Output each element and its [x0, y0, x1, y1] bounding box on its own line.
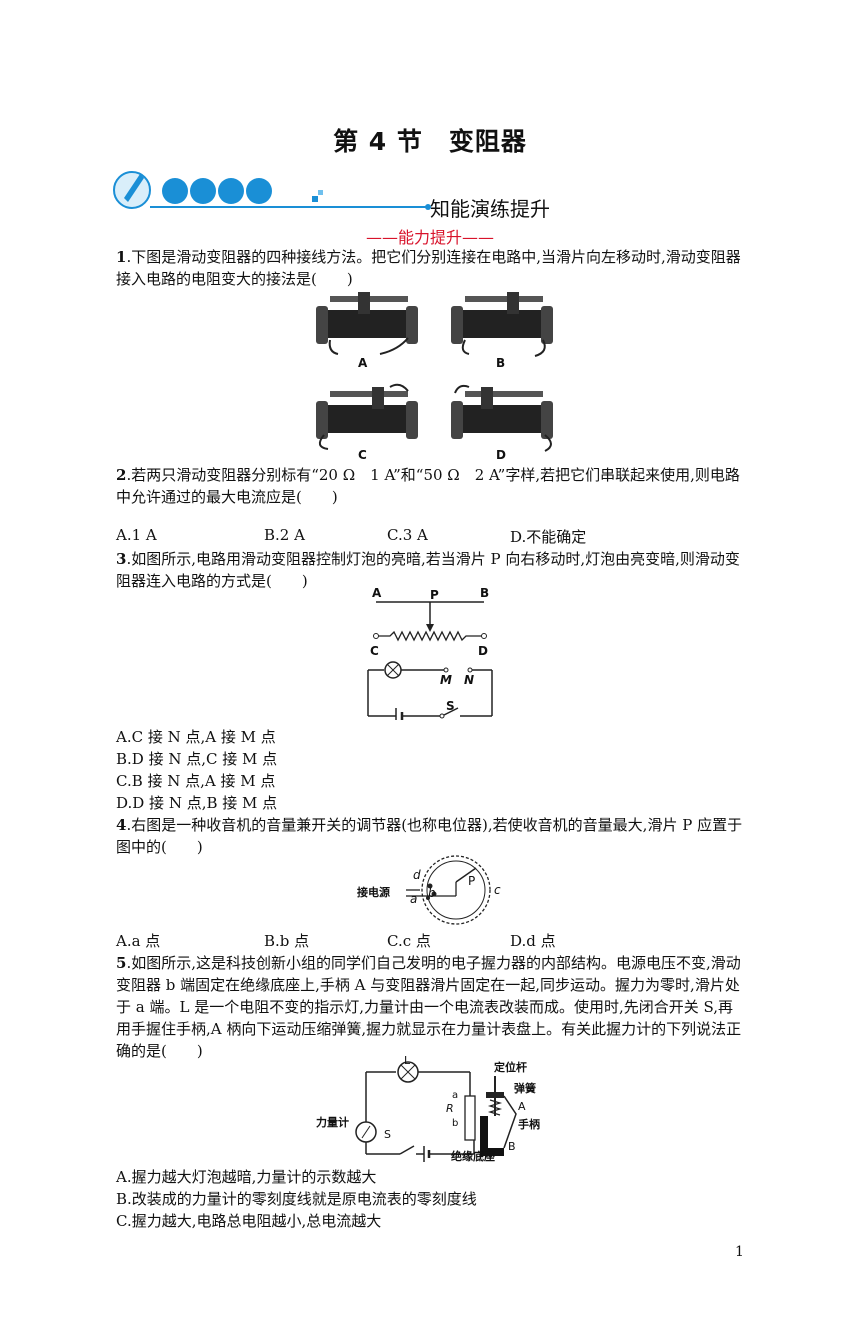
question-2: 2.若两只滑动变阻器分别标有“20 Ω 1 A”和“50 Ω 2 A”字样,若把…	[116, 464, 746, 508]
label-c: c	[494, 883, 501, 897]
label-r: R	[446, 1102, 454, 1115]
square-icon	[312, 196, 318, 202]
label-d: d	[413, 868, 421, 882]
label-a-handle: A	[518, 1100, 526, 1113]
label-n: N	[464, 673, 475, 687]
label-p: P	[430, 588, 439, 602]
question-number: 5	[116, 954, 127, 972]
brush-icon	[124, 174, 144, 202]
dot-icon-4	[246, 178, 272, 204]
label-meter: 力量计	[316, 1116, 349, 1129]
question-text: .如图所示,这是科技创新小组的同学们自己发明的电子握力器的内部结构。电源电压不变…	[116, 954, 742, 1060]
option-a: A.1 A	[116, 526, 157, 544]
question-number: 2	[116, 466, 127, 484]
option-b: B.b 点	[264, 932, 310, 950]
question-text: .若两只滑动变阻器分别标有“20 Ω 1 A”和“50 Ω 2 A”字样,若把它…	[116, 466, 740, 506]
slider-arm	[455, 867, 477, 883]
rheostat-a	[316, 292, 418, 355]
question-1: 1.下图是滑动变阻器的四种接线方法。把它们分别连接在电路中,当滑片向左移动时,滑…	[116, 246, 746, 290]
question-3: 3.如图所示,电路用滑动变阻器控制灯泡的亮暗,若当滑片 P 向右移动时,灯泡由亮…	[116, 548, 746, 592]
option-a: A.C 接 N 点,A 接 M 点	[116, 728, 276, 746]
option-a: A.握力越大灯泡越暗,力量计的示数越大	[116, 1168, 377, 1186]
rule-end-dot	[425, 204, 431, 210]
question-number: 3	[116, 550, 127, 568]
option-d: D.d 点	[510, 932, 556, 950]
question-text: .右图是一种收音机的音量兼开关的调节器(也称电位器),若使收音机的音量最大,滑片…	[116, 816, 743, 856]
section-heading: 知能演练提升	[430, 197, 550, 221]
label-p: P	[468, 874, 476, 888]
option-c: C.c 点	[387, 932, 431, 950]
question-4: 4.右图是一种收音机的音量兼开关的调节器(也称电位器),若使收音机的音量最大,滑…	[116, 814, 746, 858]
label-rod: 定位杆	[494, 1061, 527, 1074]
label-s: S	[384, 1128, 391, 1141]
section-banner	[113, 171, 431, 210]
question-number: 1	[116, 248, 127, 266]
rheostat-b	[451, 292, 553, 357]
option-c: C.握力越大,电路总电阻越小,总电流越大	[116, 1212, 382, 1230]
label-power-source: 接电源	[357, 886, 390, 899]
sub-heading: ——能力提升——	[365, 228, 494, 247]
square-icon-small	[318, 190, 323, 195]
label-spring: 弹簧	[514, 1082, 536, 1095]
figure-label-c: C	[358, 448, 367, 462]
dot-icon-2	[190, 178, 216, 204]
grip-meter-figure	[355, 1061, 517, 1162]
option-b: B.D 接 N 点,C 接 M 点	[116, 750, 278, 768]
dot-icon-3	[218, 178, 244, 204]
label-d: D	[478, 644, 488, 658]
circuit-figure-q3	[367, 601, 493, 720]
label-handle: 手柄	[518, 1118, 540, 1131]
rheostat-figure	[316, 292, 553, 452]
option-d: D.不能确定	[510, 528, 587, 546]
page-number: 1	[735, 1244, 744, 1260]
switch-icon	[399, 1145, 415, 1155]
option-b: B.2 A	[264, 526, 305, 544]
question-text: .下图是滑动变阻器的四种接线方法。把它们分别连接在电路中,当滑片向左移动时,滑动…	[116, 248, 741, 288]
option-d: D.D 接 N 点,B 接 M 点	[116, 794, 278, 812]
option-b: B.改装成的力量计的零刻度线就是原电流表的零刻度线	[116, 1190, 477, 1208]
resistor	[464, 1095, 476, 1141]
label-l: L	[404, 1054, 411, 1067]
page-title: 第 4 节 变阻器	[333, 127, 527, 156]
option-a: A.a 点	[116, 932, 161, 950]
label-b: B	[480, 586, 490, 600]
option-c: C.3 A	[387, 526, 428, 544]
question-text: .如图所示,电路用滑动变阻器控制灯泡的亮暗,若当滑片 P 向右移动时,灯泡由亮变…	[116, 550, 740, 590]
figure-label-b: B	[496, 356, 506, 370]
rheostat-d	[451, 384, 553, 452]
label-b-bottom: B	[508, 1140, 516, 1153]
label-base: 绝缘底座	[451, 1150, 495, 1163]
label-c: C	[370, 644, 379, 658]
potentiometer-figure	[406, 855, 491, 925]
label-a: a	[410, 892, 418, 906]
option-c: C.B 接 N 点,A 接 M 点	[116, 772, 276, 790]
figure-label-d: D	[496, 448, 506, 462]
question-number: 4	[116, 816, 127, 834]
label-s: S	[446, 699, 455, 713]
rheostat-c	[316, 383, 418, 450]
switch-icon	[443, 707, 459, 716]
figure-label-a: A	[358, 356, 368, 370]
label-m: M	[440, 673, 452, 687]
label-b-end: b	[452, 1118, 459, 1129]
dot-icon-1	[162, 178, 188, 204]
label-b: b	[428, 886, 436, 900]
label-a-end: a	[452, 1090, 459, 1101]
question-5: 5.如图所示,这是科技创新小组的同学们自己发明的电子握力器的内部结构。电源电压不…	[116, 952, 746, 1062]
label-a: A	[372, 586, 382, 600]
